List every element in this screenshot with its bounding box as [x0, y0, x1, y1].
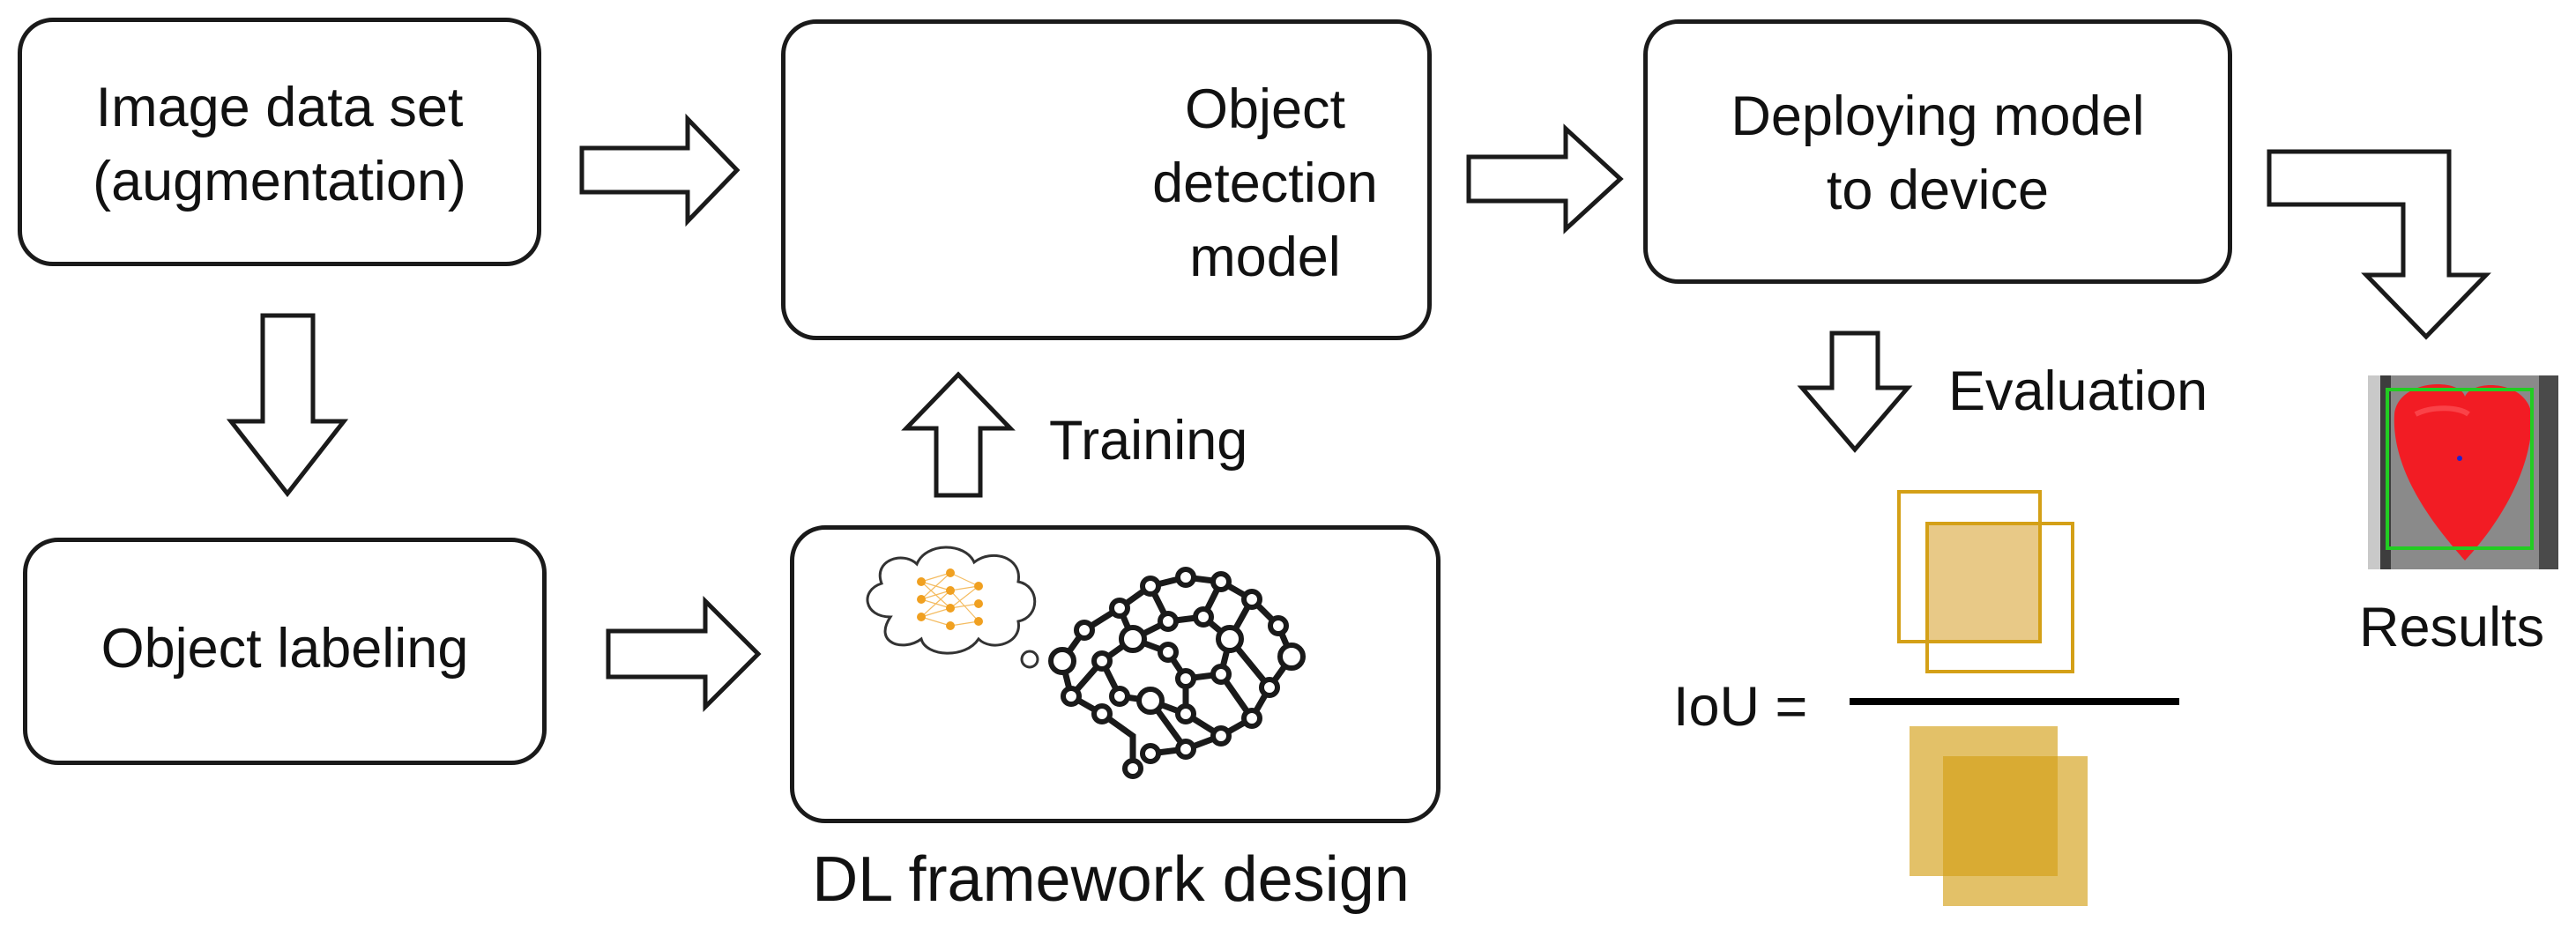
iou-union-b	[1943, 756, 2088, 906]
thought-cloud-icon	[866, 546, 1039, 669]
node-dl-framework	[790, 525, 1441, 823]
arrow-down-dataset-to-labeling	[226, 313, 349, 498]
evaluation-label: Evaluation	[1948, 360, 2208, 422]
node-object-detection-model	[781, 19, 1432, 340]
iou-box-b	[1925, 522, 2074, 673]
arrow-up-training	[901, 371, 1016, 498]
training-label: Training	[1049, 410, 1248, 472]
node-object-labeling	[23, 538, 547, 765]
iou-graphic	[1850, 490, 2179, 906]
node-image-data-set	[18, 18, 541, 266]
arrow-elbow-deploy-to-results	[2267, 149, 2491, 340]
result-image	[2368, 375, 2558, 569]
iou-box-a	[1897, 490, 2042, 643]
strawberry	[2394, 384, 2533, 561]
arrow-down-evaluation	[1797, 331, 1913, 453]
brain-network-icon	[1048, 567, 1306, 779]
image-data-set-label: Image data set (augmentation)	[93, 77, 466, 212]
results-label: Results	[2359, 597, 2545, 658]
deploying-model-label: Deploying model to device	[1731, 85, 2145, 221]
object-labeling-label: Object labeling	[101, 618, 469, 680]
arrow-right-dataset-to-model	[579, 113, 741, 227]
node-deploying-model	[1643, 19, 2232, 284]
arrow-right-labeling-to-framework	[606, 595, 762, 713]
arrow-right-model-to-deploy	[1466, 123, 1624, 234]
iou-intersection-fill	[1927, 524, 2040, 642]
detection-bbox	[2386, 388, 2534, 550]
iou-label: IoU =	[1673, 676, 1808, 738]
object-detection-model-label: Object detection model	[1152, 78, 1378, 288]
dl-framework-caption: DL framework design	[812, 844, 1410, 915]
